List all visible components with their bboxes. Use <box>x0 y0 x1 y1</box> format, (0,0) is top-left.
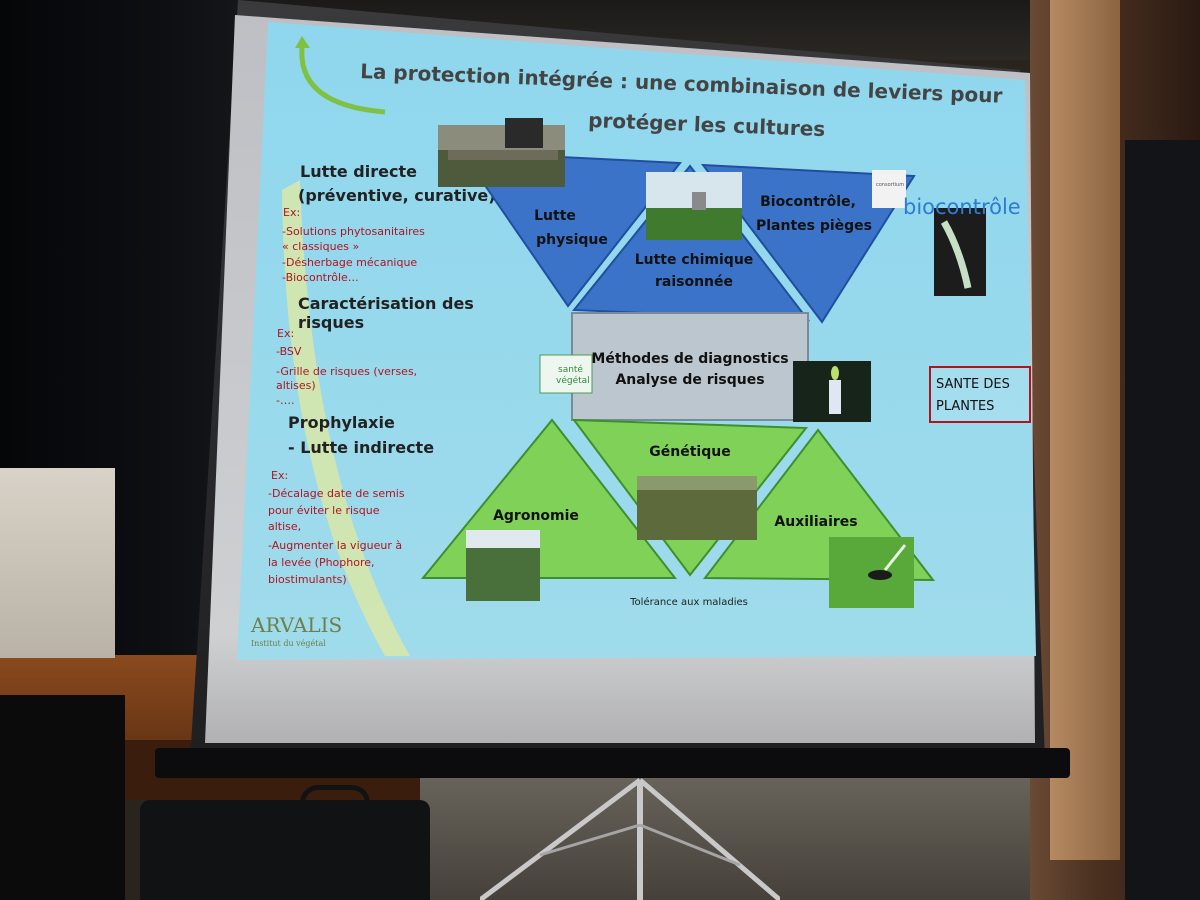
biocontrole-logo-small: consortium <box>876 182 904 188</box>
auxiliaires-label: Auxiliaires <box>774 514 857 530</box>
triangle-lutte-physique <box>460 150 682 308</box>
lutte-physique-label: Lutte <box>534 208 576 224</box>
dark-door <box>1125 140 1200 900</box>
photo-insect <box>829 537 914 608</box>
sante-plantes-label-1: SANTE DES <box>936 377 1010 392</box>
speaker-box <box>0 695 125 900</box>
table-cloth <box>0 468 115 658</box>
list-item: -Augmenter la vigueur à <box>268 539 402 552</box>
arvalis-logo: ARVALIS Institut du végétal <box>250 613 342 648</box>
tolerance-label: Tolérance aux maladies <box>629 596 748 608</box>
biocontrole-logo-text: biocontrôle <box>903 195 1021 219</box>
sante-plantes-box <box>929 366 1031 423</box>
sante-logo-1: santé <box>558 364 583 375</box>
lutte-indirecte-title: - Lutte indirecte <box>288 438 434 457</box>
list-item: -Désherbage mécanique <box>282 256 417 269</box>
lutte-chimique-label-2: raisonnée <box>655 274 733 290</box>
corner-arrow-icon <box>295 36 386 115</box>
list-item: -Biocontrôle… <box>282 271 359 284</box>
lutte-directe-subtitle: (préventive, curative) <box>298 186 496 205</box>
arvalis-logo-text: ARVALIS <box>250 613 342 637</box>
diagnostics-box <box>571 312 809 421</box>
sante-logo-2: végétal <box>556 375 590 386</box>
list-item: -Décalage date de semis <box>268 487 405 500</box>
ex-label: Ex: <box>271 469 288 482</box>
wooden-pillar <box>1050 0 1120 860</box>
lutte-chimique-label: Lutte chimique <box>635 252 754 268</box>
caracterisation-subtitle: risques <box>298 313 364 332</box>
photo-field-genetique <box>637 476 757 540</box>
triangle-biocontrole <box>700 163 916 324</box>
photo-candle <box>793 361 871 422</box>
ex-label: Ex: <box>277 327 294 340</box>
biocontrole-logo: consortium biocontrôle <box>872 170 1021 219</box>
list-item: -Grille de risques (verses, <box>276 365 417 378</box>
list-item: pour éviter le risque <box>268 504 380 517</box>
agronomie-label: Agronomie <box>493 508 579 524</box>
list-item: biostimulants) <box>268 573 347 586</box>
left-column: Lutte directe (préventive, curative) Ex:… <box>268 162 496 586</box>
biocontrole-label: Biocontrôle, <box>760 194 856 210</box>
ex-label: Ex: <box>283 206 300 219</box>
photo-caterpillar <box>934 208 986 296</box>
sante-plantes-label-2: PLANTES <box>936 399 994 414</box>
diagnostics-label-1: Méthodes de diagnostics <box>591 351 788 367</box>
list-item: -…. <box>276 394 294 407</box>
laptop-bag <box>140 800 430 900</box>
list-item: -BSV <box>276 345 302 358</box>
caracterisation-title: Caractérisation des <box>298 294 474 313</box>
screen-bottom-bar <box>155 748 1070 778</box>
list-item: « classiques » <box>282 240 359 253</box>
photo-sprayer <box>646 172 742 240</box>
list-item: altise, <box>268 520 301 533</box>
sante-vegetal-logo: santé végétal <box>539 354 593 394</box>
photo-tractor <box>438 118 565 187</box>
genetique-label: Génétique <box>649 444 730 460</box>
biocontrole-label-2: Plantes pièges <box>756 218 872 234</box>
list-item: -Solutions phytosanitaires <box>282 225 425 238</box>
list-item: altises) <box>276 379 316 392</box>
lutte-physique-label-2: physique <box>536 232 608 248</box>
arvalis-logo-subtext: Institut du végétal <box>251 639 326 648</box>
lutte-directe-title: Lutte directe <box>300 162 417 181</box>
tripod-stand <box>480 778 780 900</box>
list-item: la levée (Phophore, <box>268 556 375 569</box>
prophylaxie-title: Prophylaxie <box>288 413 395 432</box>
diagnostics-label-2: Analyse de risques <box>615 372 764 388</box>
photo-field-agronomie <box>466 530 540 601</box>
